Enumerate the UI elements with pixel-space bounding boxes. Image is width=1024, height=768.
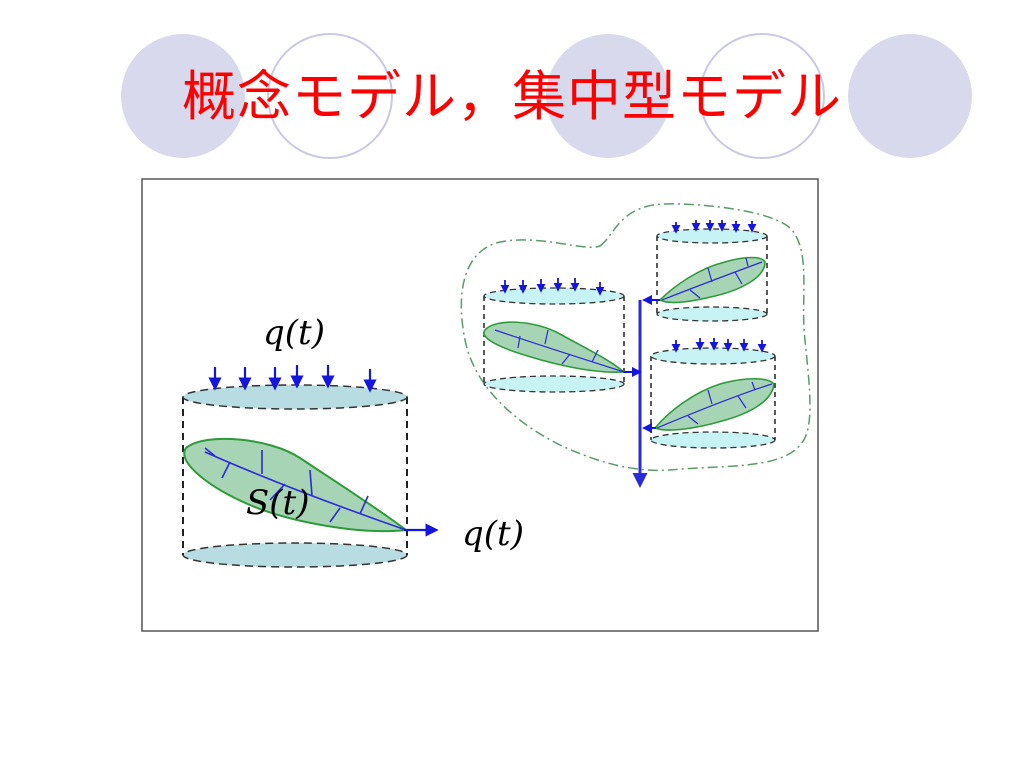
- sub-basin-model: [460, 203, 811, 488]
- storage-label: S(t): [246, 483, 309, 523]
- decor-circle-5: [848, 34, 972, 158]
- title-decoration-circles: [121, 33, 972, 159]
- sub-tank-bottom-right: [642, 338, 776, 449]
- river-network: [204, 447, 407, 531]
- decor-circle-2: [267, 33, 393, 159]
- decor-circle-3: [546, 34, 670, 158]
- tank-bottom: [182, 542, 408, 568]
- rainfall-arrows: [208, 365, 377, 393]
- lumped-model-tank: q(t) S(t) q(t): [182, 313, 524, 568]
- tank-top: [182, 384, 408, 410]
- sub-tank-top-right: [642, 220, 768, 322]
- sub-tank-left: [483, 278, 642, 393]
- basin-boundary: [460, 203, 811, 472]
- inflow-label: q(t): [263, 313, 325, 353]
- decor-circle-1: [121, 34, 245, 158]
- outflow-label: q(t): [462, 514, 524, 554]
- decor-circle-4: [699, 33, 825, 159]
- slide-title: 概念モデル，集中型モデル: [182, 65, 842, 128]
